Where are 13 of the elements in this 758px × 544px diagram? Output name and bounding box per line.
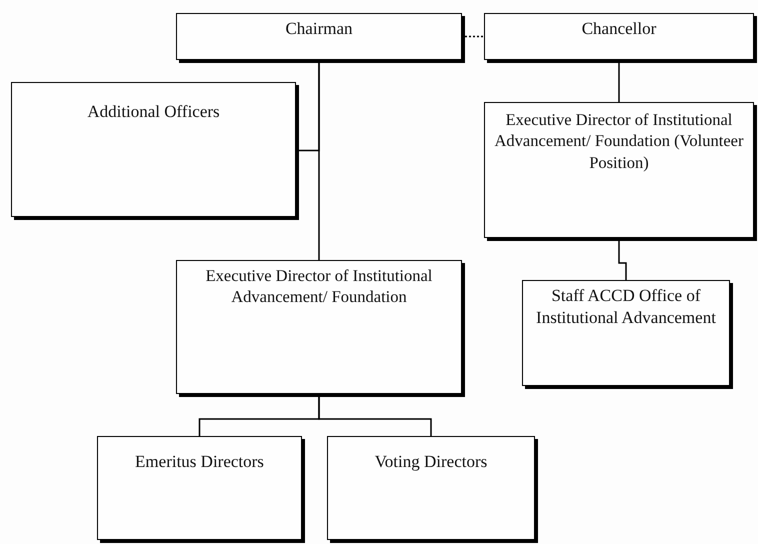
- org-box: Executive Director of Institutional Advancement/ Foundation: [176, 260, 462, 394]
- org-box: Voting Directors: [327, 436, 535, 540]
- connector-line: [318, 63, 320, 260]
- org-box: Staff ACCD Office of Institutional Advancement: [522, 280, 730, 386]
- connector-line: [618, 63, 620, 102]
- connector-line: [318, 397, 432, 436]
- connector-line: [618, 241, 627, 280]
- connector-line: [465, 36, 484, 38]
- org-box: Executive Director of Institutional Advancement/ Foundation (Volunteer Position): [484, 102, 754, 238]
- org-box: Chairman: [176, 13, 462, 60]
- org-box: Chancellor: [484, 13, 754, 60]
- org-box: Emeritus Directors: [97, 436, 302, 540]
- org-box: Additional Officers: [11, 82, 296, 217]
